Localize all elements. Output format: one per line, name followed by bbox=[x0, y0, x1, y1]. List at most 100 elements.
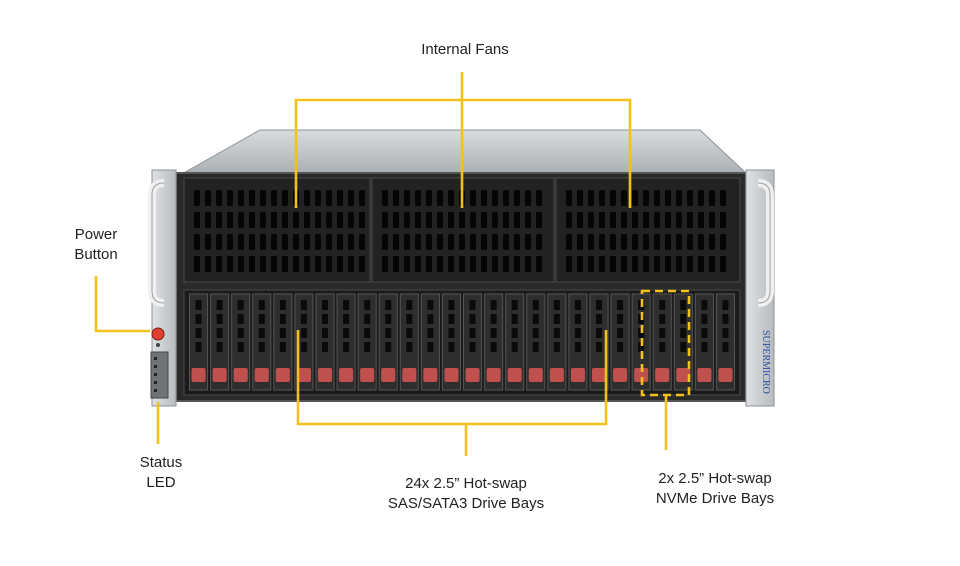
fan-grille-hole bbox=[588, 234, 594, 250]
fan-grille-hole bbox=[382, 256, 388, 272]
fan-grille-hole bbox=[393, 190, 399, 206]
drive-vent-slot bbox=[574, 300, 581, 310]
fan-grille-hole bbox=[359, 212, 365, 228]
drive-latch bbox=[339, 368, 354, 382]
drive-latch bbox=[360, 368, 375, 382]
drive-vent-slot bbox=[343, 328, 350, 338]
fan-grille-hole bbox=[599, 212, 605, 228]
drive-bay bbox=[589, 293, 609, 391]
sas-callout-line bbox=[296, 330, 608, 456]
fan-grille-hole bbox=[227, 190, 233, 206]
drive-vent-slot bbox=[427, 314, 434, 324]
drive-bay bbox=[210, 293, 230, 391]
fan-grille-hole bbox=[426, 212, 432, 228]
drive-vent-slot bbox=[511, 328, 518, 338]
drive-vent-slot bbox=[216, 342, 223, 352]
drive-vent-slot bbox=[448, 342, 455, 352]
fan-grille-hole bbox=[566, 190, 572, 206]
drive-vent-slot bbox=[469, 314, 476, 324]
fan-grille-hole bbox=[459, 234, 465, 250]
drive-vent-slot bbox=[532, 328, 539, 338]
fan-grille-hole bbox=[709, 256, 715, 272]
drive-vent-slot bbox=[511, 314, 518, 324]
drive-vent-slot bbox=[722, 314, 729, 324]
fan-grille-hole bbox=[687, 212, 693, 228]
fan-grille-hole bbox=[315, 234, 321, 250]
drive-vent-slot bbox=[364, 342, 371, 352]
drive-latch bbox=[613, 368, 628, 382]
drive-vent-slot bbox=[490, 342, 497, 352]
drive-vent-slot bbox=[469, 300, 476, 310]
drive-vent-slot bbox=[322, 300, 328, 310]
fan-grille-hole bbox=[238, 256, 244, 272]
fan-grille-hole bbox=[304, 256, 310, 272]
drive-vent-slot bbox=[237, 342, 244, 352]
fan-grille-hole bbox=[271, 190, 277, 206]
internal-fans-label: Internal Fans bbox=[421, 41, 509, 58]
nvme-drive-bays-label: 2x 2.5” Hot-swap NVMe Drive Bays bbox=[620, 469, 810, 509]
drive-vent-slot bbox=[490, 300, 497, 310]
drive-bay bbox=[652, 293, 672, 391]
drive-vent-slot bbox=[617, 300, 624, 310]
drive-vent-slot bbox=[659, 342, 666, 352]
fan-grille-hole bbox=[337, 256, 343, 272]
fan-grille-hole bbox=[382, 234, 388, 250]
fan-grille-hole bbox=[315, 256, 321, 272]
drive-vent-slot bbox=[258, 342, 265, 352]
fan-grille-hole bbox=[348, 190, 354, 206]
drive-bay bbox=[463, 293, 483, 391]
drive-vent-slot bbox=[343, 300, 350, 310]
fan-grille-hole bbox=[621, 256, 627, 272]
drive-vent-slot bbox=[364, 314, 371, 324]
fan-grille-hole bbox=[415, 190, 421, 206]
drive-latch bbox=[591, 368, 607, 382]
drive-latch bbox=[254, 368, 269, 382]
fan-grille-hole bbox=[720, 190, 726, 206]
right-rack-ear bbox=[745, 169, 775, 407]
fan-grille-hole bbox=[470, 256, 476, 272]
drive-bay bbox=[526, 293, 546, 391]
fan-grille-hole bbox=[536, 190, 542, 206]
brand-logo: SUPERMICRO bbox=[760, 330, 771, 394]
fan-grille-hole bbox=[304, 234, 310, 250]
fan-grille-hole bbox=[348, 256, 354, 272]
drive-vent-slot bbox=[216, 328, 223, 338]
fan-grille-hole bbox=[577, 190, 583, 206]
fan-grille-hole bbox=[709, 212, 715, 228]
fan-grille-hole bbox=[249, 190, 255, 206]
fan-grille-hole bbox=[315, 212, 321, 228]
drive-vent-slot bbox=[322, 314, 328, 324]
power-callout-line bbox=[94, 276, 150, 333]
fan-grille-hole bbox=[205, 212, 211, 228]
fan-grille-hole bbox=[698, 256, 704, 272]
fan-grille-hole bbox=[260, 234, 266, 250]
drive-vent-slot bbox=[701, 314, 708, 324]
drive-vent-slot bbox=[322, 328, 328, 338]
fan-grille-hole bbox=[481, 212, 487, 228]
fan-grille-hole bbox=[492, 234, 498, 250]
fan-grille-hole bbox=[194, 256, 200, 272]
drive-latch bbox=[212, 368, 227, 382]
fan-grille-hole bbox=[566, 212, 572, 228]
drive-vent-slot bbox=[680, 328, 687, 338]
drive-bay bbox=[231, 293, 251, 391]
drive-bay bbox=[315, 293, 335, 391]
drive-vent-slot bbox=[448, 328, 455, 338]
fan-grille-hole bbox=[599, 234, 605, 250]
fan-grille-hole bbox=[293, 212, 299, 228]
drive-vent-slot bbox=[385, 328, 392, 338]
fan-grille-hole bbox=[393, 256, 399, 272]
drive-vent-slot bbox=[469, 328, 476, 338]
fan-grille-hole bbox=[720, 234, 726, 250]
fan-grille-hole bbox=[216, 256, 222, 272]
drive-vent-slot bbox=[701, 328, 708, 338]
drive-vent-slot bbox=[680, 300, 687, 310]
drive-vent-slot bbox=[490, 328, 497, 338]
fan-grille-hole bbox=[525, 190, 531, 206]
fan-grille-hole bbox=[437, 212, 443, 228]
drive-vent-slot bbox=[258, 328, 265, 338]
fan-grille-hole bbox=[205, 256, 211, 272]
drive-vent-slot bbox=[216, 314, 223, 324]
nvme-drive-bays-label-line1: 2x 2.5” Hot-swap bbox=[658, 470, 772, 487]
drive-latch bbox=[191, 368, 206, 382]
